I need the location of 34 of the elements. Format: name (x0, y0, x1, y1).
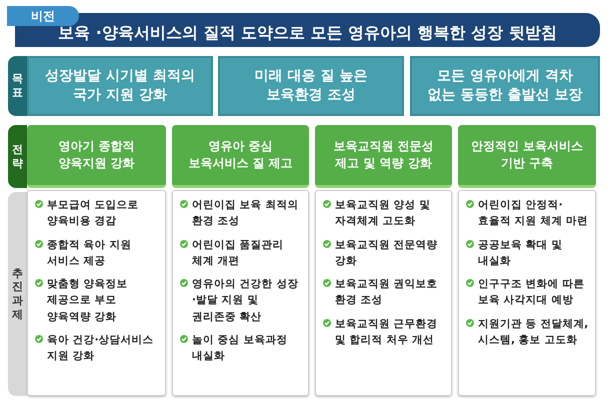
task-text: 부모급여 도입으로 양육비용 경감 (47, 198, 140, 230)
task-card (27, 190, 166, 396)
task-text: 보육교직원 근무환경 및 합리적 처우 개선 (335, 316, 439, 348)
task-text: 공공보육 확대 및 내실화 (478, 238, 564, 269)
task-text: 어린이집 보육 최적의 환경 조성 (192, 198, 300, 230)
task-text: 지원기관 등 전달체계, 시스템, 홍보 고도화 (478, 316, 589, 348)
row-label: 전략 (12, 142, 24, 170)
task-text: 놀이 중심 보육과정 내실화 (192, 332, 288, 364)
row-tab (8, 125, 27, 188)
task-text: 보육교직원 양성 및 자격체계 고도화 (335, 198, 432, 230)
task-card (315, 190, 452, 396)
task-text: 어린이집 품질관리 체계 개편 (192, 238, 285, 269)
row-label: 목표 (12, 72, 24, 100)
strategy-box: 안정적인 보육서비스 기반 구축 (458, 125, 596, 188)
task-text: 영유아의 건강한 성장·발달 지원 및 권리존중 확산 (192, 277, 300, 325)
goal-box: 성장발달 시기별 최적의 국가 지원 강화 (27, 56, 213, 116)
goal-box: 미래 대응 질 높은 보육환경 조성 (218, 56, 404, 116)
task-text: 어린이집 안정적· 효율적 지원 체계 마련 (478, 198, 589, 230)
task-text: 육아 건강·상담서비스 지원 강화 (47, 332, 155, 364)
strategy-box: 보육교직원 전문성 제고 및 역량 강화 (315, 125, 452, 188)
task-text: 보육교직원 권익보호 환경 조성 (335, 277, 439, 308)
strategy-box: 영유아 중심 보육서비스 질 제고 (172, 125, 309, 188)
vision-tab: 비전 (7, 6, 79, 26)
row-label: 추진과제 (12, 266, 24, 322)
task-text: 종합적 육아 지원 서비스 제공 (47, 238, 132, 269)
strategy-box: 영아기 종합적 양육지원 강화 (27, 125, 166, 188)
row-tab (8, 192, 27, 396)
task-text: 인구구조 변화에 따른 보육 사각지대 예방 (478, 277, 586, 308)
row-tab (8, 56, 27, 116)
task-card (458, 190, 596, 396)
task-text: 보육교직원 전문역량 강화 (335, 238, 439, 269)
task-card (172, 190, 309, 396)
goal-box: 모든 영유아에게 격차 없는 동등한 출발선 보장 (410, 56, 600, 116)
task-text: 맞춤형 양육정보 제공으로 부모 양육역량 강화 (47, 277, 129, 325)
